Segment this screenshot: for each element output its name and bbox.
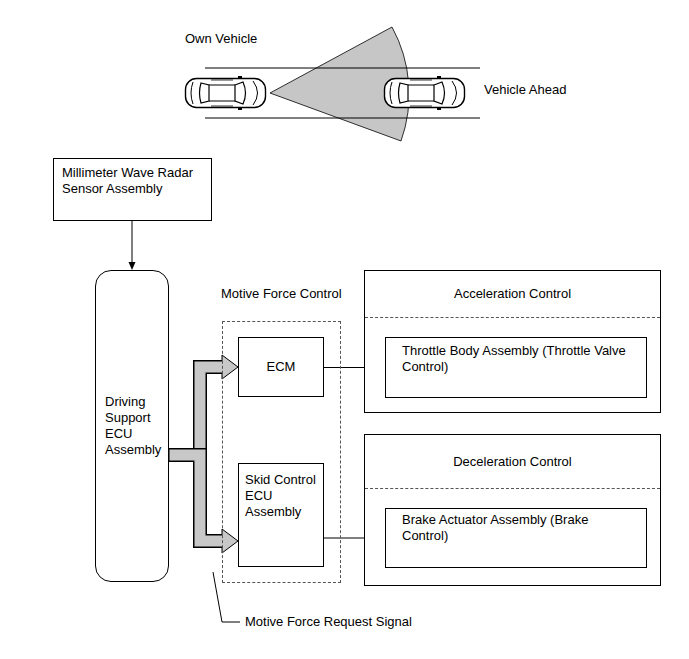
connector — [129, 221, 136, 270]
vehicle-label: Vehicle Ahead — [484, 82, 566, 98]
ecu-box: Driving Support ECU Assembly — [95, 270, 169, 582]
ahead-car — [385, 76, 465, 110]
connector — [169, 455, 238, 553]
header-band: Deceleration Control — [365, 435, 660, 489]
sensor-box: Millimeter Wave Radar Sensor Assembly — [53, 158, 212, 221]
node-text: ECM — [267, 359, 296, 375]
skid-box: Skid Control ECU Assembly — [238, 463, 324, 567]
control-box: Acceleration ControlThrottle Body Assemb… — [364, 270, 661, 413]
lane-line — [205, 118, 480, 119]
node-text: Brake Actuator Assembly (Brake Control) — [402, 512, 638, 544]
signal-label: Motive Force Request Signal — [245, 614, 412, 630]
node-text: Millimeter Wave Radar Sensor Assembly — [62, 165, 203, 197]
leader-line — [213, 572, 240, 622]
control-box: Deceleration ControlBrake Actuator Assem… — [364, 434, 661, 586]
group-box: Motive Force ControlECMSkid Control ECU … — [222, 321, 341, 583]
ecm-box: ECM — [238, 337, 324, 397]
actuator-box: Throttle Body Assembly (Throttle Valve C… — [385, 337, 647, 398]
vehicle-label: Own Vehicle — [185, 31, 257, 47]
node-text: Driving Support ECU Assembly — [105, 394, 162, 458]
node-text: Skid Control ECU Assembly — [245, 472, 319, 520]
node-text: Motive Force Control — [221, 286, 342, 302]
node-text: Throttle Body Assembly (Throttle Valve C… — [402, 343, 638, 375]
header-band: Acceleration Control — [365, 271, 660, 318]
node-text: Acceleration Control — [454, 286, 571, 302]
actuator-box: Brake Actuator Assembly (Brake Control) — [385, 508, 647, 568]
lane-line — [205, 68, 480, 69]
own-car — [186, 76, 266, 110]
connector — [169, 355, 238, 455]
node-text: Deceleration Control — [453, 454, 572, 470]
